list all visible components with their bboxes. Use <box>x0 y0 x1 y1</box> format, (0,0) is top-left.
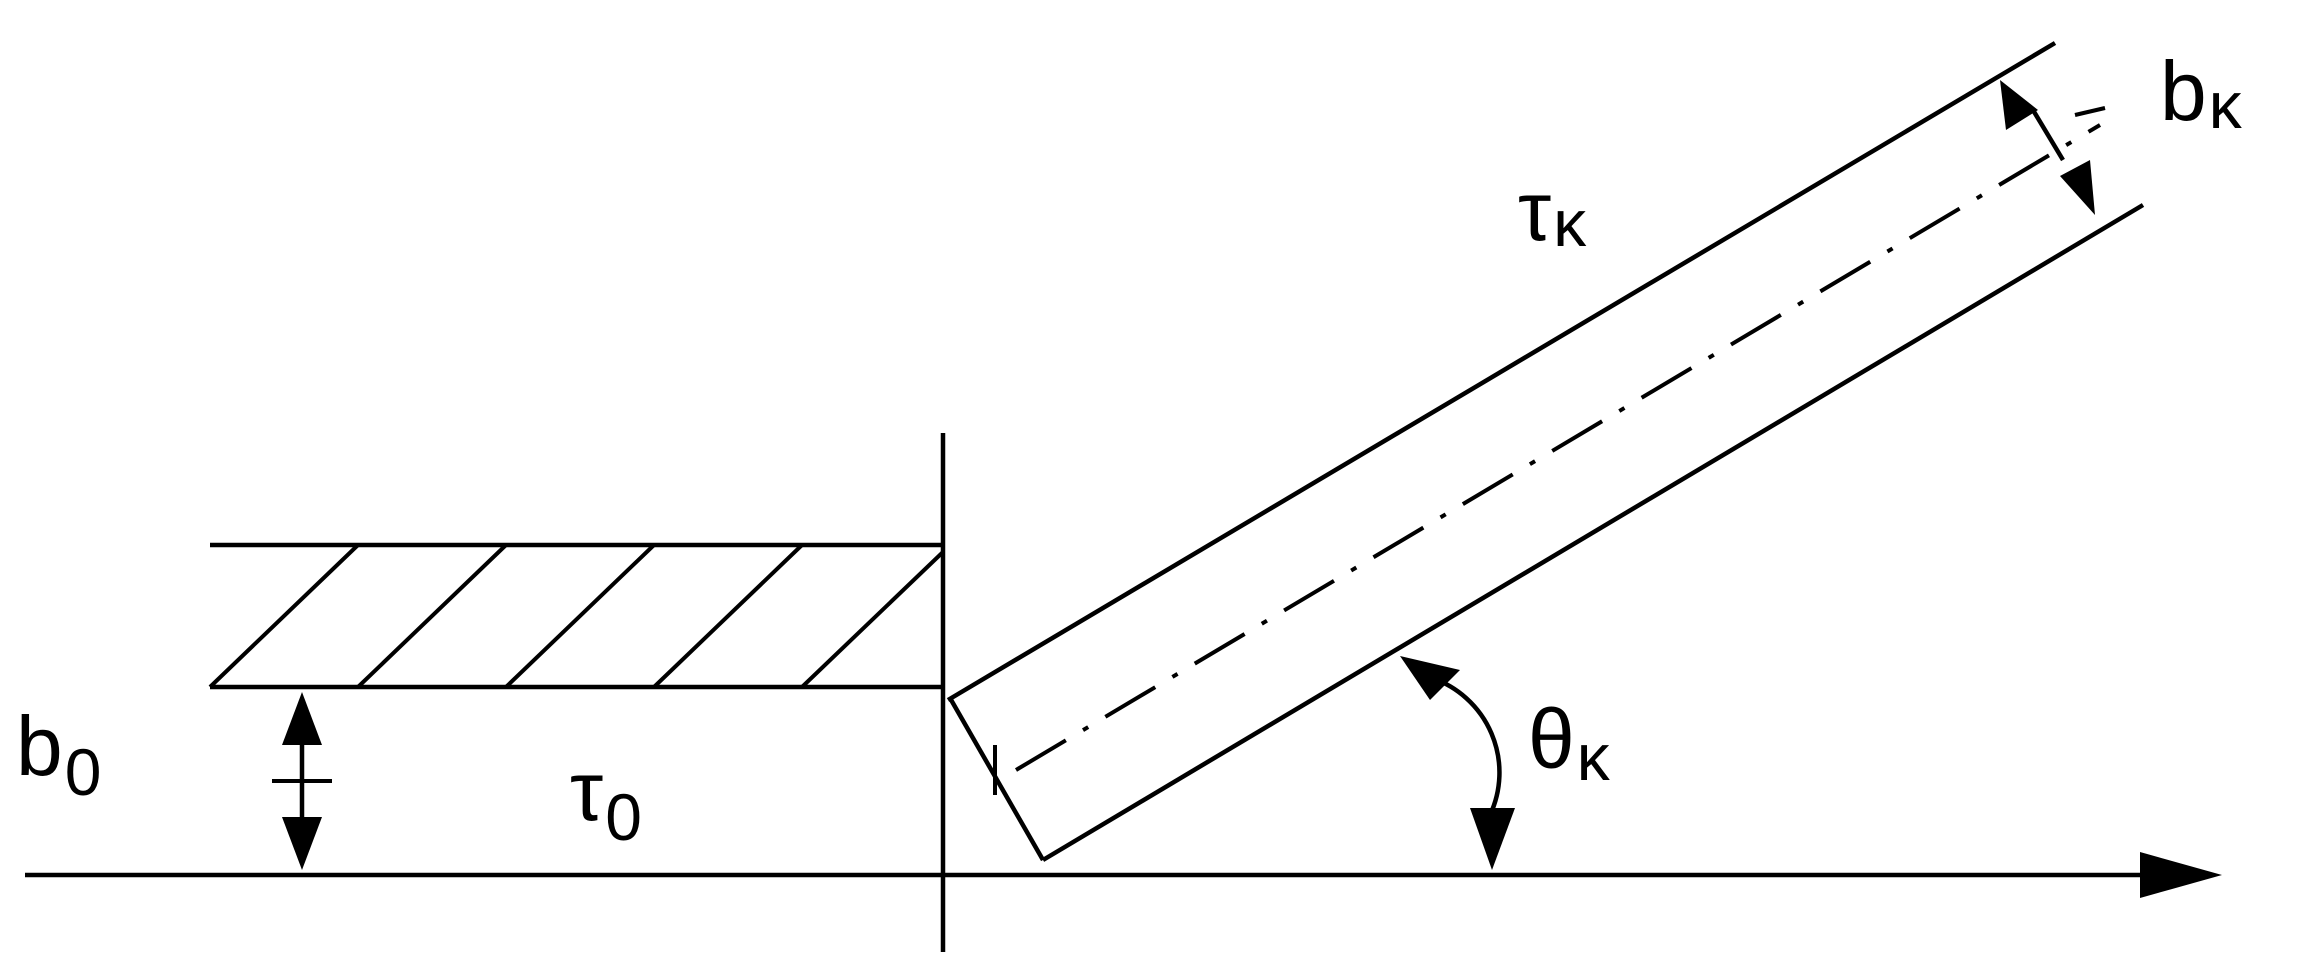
jet-upper-edge <box>946 41 2057 702</box>
thetak-label: θκ <box>1528 692 1611 794</box>
bk-dimension-arrow <box>2000 80 2106 215</box>
b0-dimension-arrow <box>272 692 332 870</box>
tauk-label: τκ <box>1518 164 1587 260</box>
deflected-jet <box>946 41 2145 862</box>
tau0-label: τ0 <box>570 744 642 854</box>
nozzle-hatched-block <box>208 542 945 690</box>
jet-centerline <box>1014 123 2102 772</box>
jet-lower-edge <box>1041 203 2145 862</box>
b0-label: b0 <box>16 699 101 809</box>
thetak-angle-arc <box>1400 656 1515 870</box>
baseline-arrowhead <box>2140 852 2222 898</box>
baseline-axis <box>25 852 2222 898</box>
bk-label: bκ <box>2160 44 2243 142</box>
